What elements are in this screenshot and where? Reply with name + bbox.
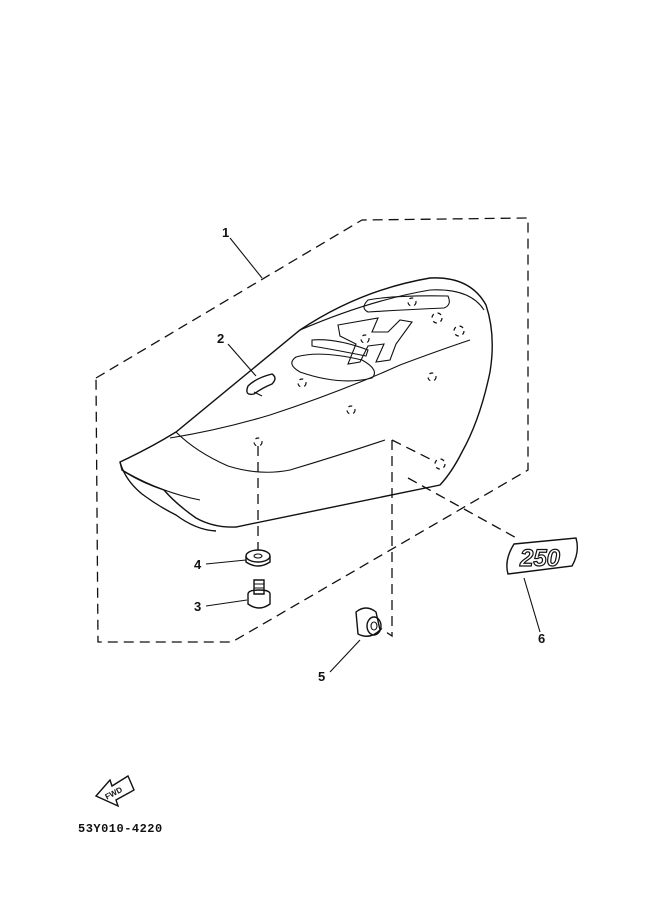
callout-1: 1 xyxy=(222,225,230,240)
leader-4 xyxy=(205,559,247,565)
leader-2 xyxy=(227,343,257,377)
document-code: 53Y010-4220 xyxy=(78,822,163,836)
part-4-washer xyxy=(245,549,271,567)
leader-3 xyxy=(205,599,248,607)
callout-6: 6 xyxy=(538,631,546,646)
part-5-grommet xyxy=(355,607,382,637)
seat-illustration xyxy=(119,277,493,532)
leader-1 xyxy=(229,237,263,279)
callout-5: 5 xyxy=(318,669,326,684)
forward-arrow-icon: FWD xyxy=(94,774,135,808)
leader-5 xyxy=(329,639,361,673)
part-6-emblem: 250 xyxy=(506,537,579,575)
assembly-line-5-top xyxy=(391,439,433,461)
leader-6 xyxy=(523,577,541,633)
part-3-screw xyxy=(247,579,271,609)
assembly-line-5 xyxy=(379,440,393,638)
emblem-text: 250 xyxy=(519,545,561,572)
assembly-line-6 xyxy=(407,477,521,541)
callout-4: 4 xyxy=(194,557,202,572)
callout-2: 2 xyxy=(217,331,225,346)
part-2-hook xyxy=(246,373,276,397)
assembly-boundary xyxy=(95,217,529,643)
direction-label: FWD xyxy=(104,785,125,802)
callout-3: 3 xyxy=(194,599,202,614)
